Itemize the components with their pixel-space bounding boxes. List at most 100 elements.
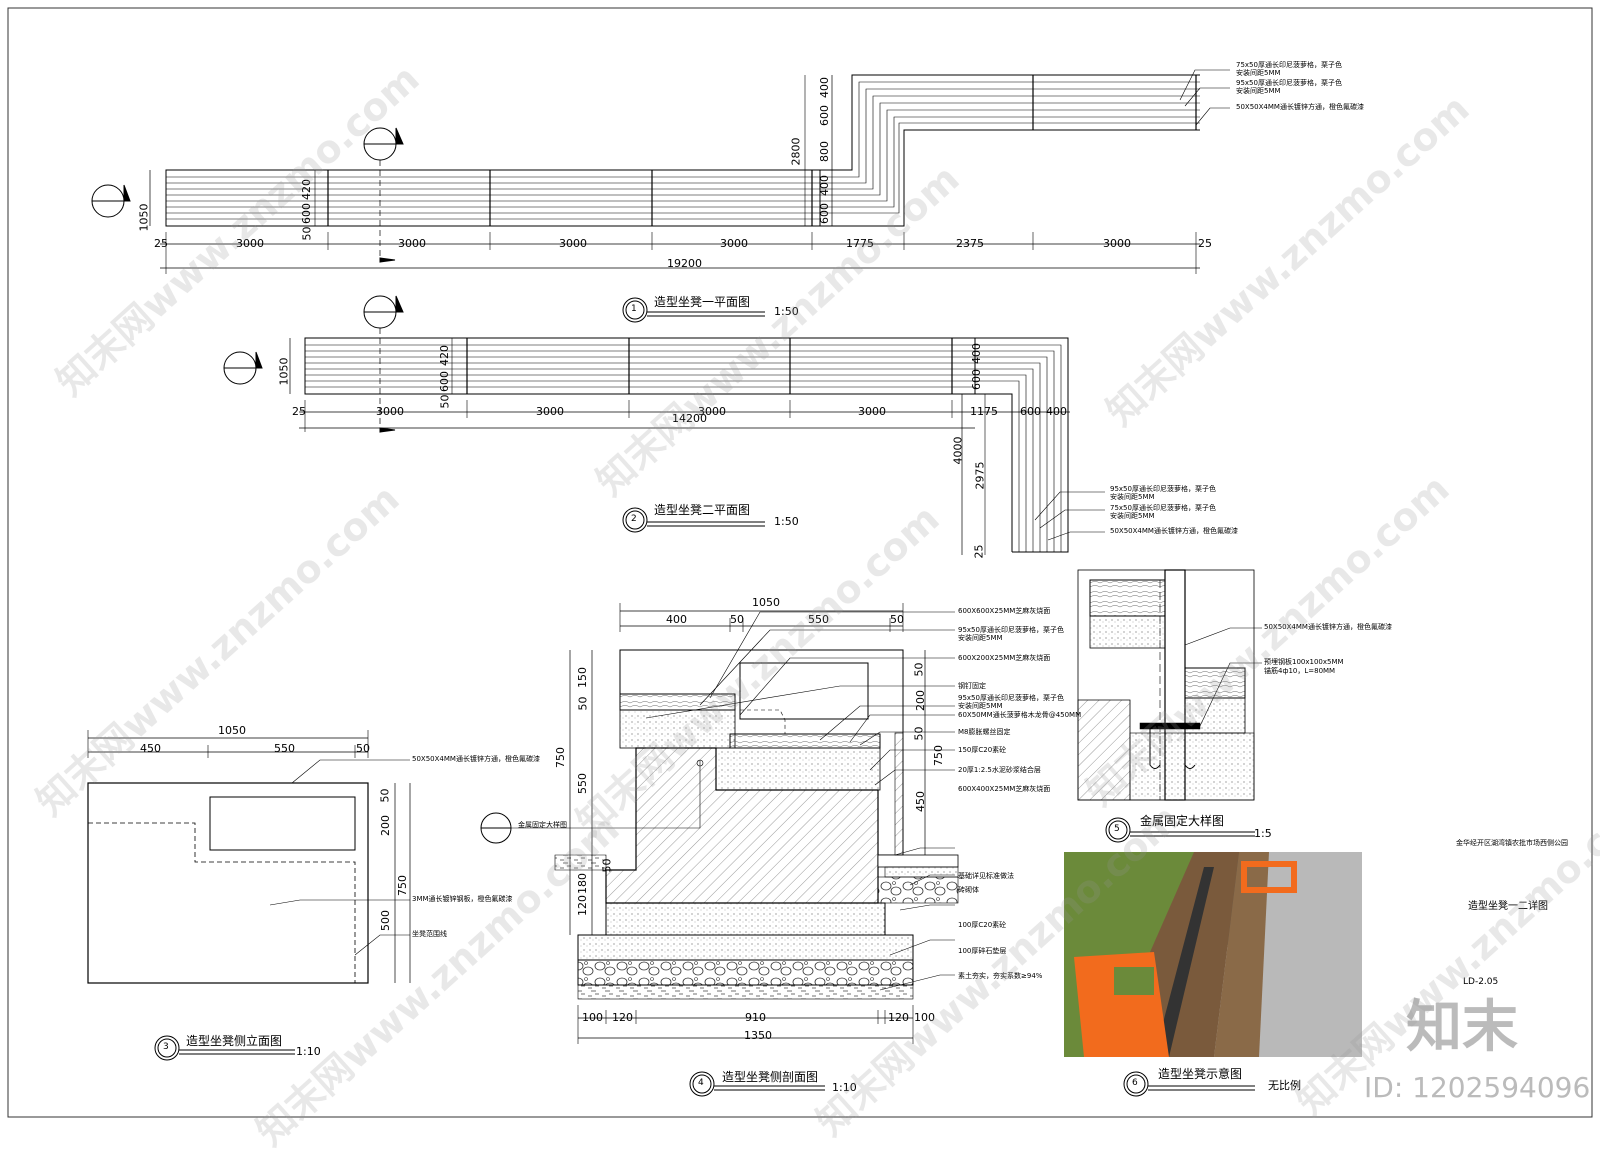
bench-render-svg: [1064, 852, 1362, 1057]
elev-title: 造型坐凳侧立面图: [186, 1034, 283, 1048]
sec-scale: 1:10: [832, 1081, 857, 1094]
plan1-note-4: 50X50X4MM通长镀锌方通，橙色氟碳漆: [1236, 103, 1364, 111]
plan1-note-2: 95x50厚通长印尼菠萝格，栗子色: [1236, 79, 1342, 87]
sec-note-7: 60X50MM通长菠萝格木龙骨@450MM: [958, 711, 1082, 719]
plan2-scale: 1:50: [774, 515, 799, 528]
plan2-side-0: 1050: [277, 357, 291, 386]
sec-right-2: 50: [912, 726, 926, 741]
sec-right-4: 450: [914, 791, 927, 812]
plan1-v-2: 800: [818, 141, 831, 162]
plan1-side-0: 1050: [137, 203, 151, 232]
sec-left-3: 750: [554, 747, 567, 768]
sec-top-2: 50: [730, 613, 744, 626]
plan2-title: 造型坐凳二平面图: [654, 503, 751, 517]
plan2-v-4: 600: [970, 369, 983, 390]
elev-dim-2: 550: [274, 742, 295, 755]
elev-scale: 1:10: [296, 1045, 321, 1058]
plan1-dim-2: 3000: [398, 237, 426, 250]
sec-note-2: 安装间距5MM: [958, 634, 1003, 642]
sec-note-4: 钢钉固定: [958, 682, 986, 690]
sec-note-11: 600X400X25MM芝麻灰烧面: [958, 785, 1051, 793]
elev-number: 3: [163, 1042, 169, 1052]
plan2-dim-6: 600: [1020, 405, 1041, 418]
plan1-dim-7: 3000: [1103, 237, 1131, 250]
plan2-dim-7: 400: [1046, 405, 1067, 418]
sec-note-15: 100厚碎石垫层: [958, 947, 1007, 955]
plan2-total: 14200: [672, 412, 707, 425]
sec-note-9: 150厚C20素砼: [958, 746, 1007, 754]
sec-left-6: 120: [576, 895, 589, 916]
sec-number: 4: [698, 1078, 704, 1088]
plan1-dim-4: 3000: [720, 237, 748, 250]
drawing-sheet: [7, 7, 1593, 1118]
render-scale: 无比例: [1268, 1079, 1301, 1092]
plan1-dim-8: 25: [1198, 237, 1212, 250]
plan1-side-3: 50: [300, 226, 314, 241]
plan-2-drawing: [289, 328, 1105, 555]
sec-title: 造型坐凳侧剖面图: [722, 1070, 819, 1084]
brand-logo: 知末: [1406, 995, 1518, 1060]
plan2-v-3: 400: [970, 343, 983, 364]
sec-bot-4: 100: [914, 1011, 935, 1024]
brand-id: ID: 1202594096: [1364, 1071, 1591, 1104]
plan2-v-1: 2975: [973, 461, 987, 490]
sec-note-6: 安装间距5MM: [958, 702, 1003, 710]
plan1-scale: 1:50: [774, 305, 799, 318]
sec-bot-1: 120: [612, 1011, 633, 1024]
plan1-v-4: 600: [818, 203, 831, 224]
detail-number: 5: [1114, 824, 1120, 834]
sec-top-3: 550: [808, 613, 829, 626]
plan2-dim-5: 1175: [970, 405, 998, 418]
plan1-v-1: 600: [818, 105, 831, 126]
plan2-number: 2: [631, 514, 637, 524]
detail-drawing: [1077, 569, 1262, 801]
drawing-name: 造型坐凳一二详图: [1468, 901, 1548, 912]
sec-note-12: 基础详见标准做法: [958, 872, 1014, 880]
plan-1-drawing: [149, 69, 1230, 274]
plan2-note-4: 50X50X4MM通长镀锌方通，橙色氟碳漆: [1110, 527, 1238, 535]
sec-top-0: 1050: [752, 596, 780, 609]
sec-bot-2: 910: [745, 1011, 766, 1024]
plan2-note-0: 95x50厚通长印尼菠萝格，栗子色: [1110, 485, 1216, 493]
elev-side-3: 500: [379, 910, 392, 931]
plan2-note-2: 75x50厚通长印尼菠萝格，栗子色: [1110, 504, 1216, 512]
elev-note-2: 坐凳范围线: [412, 930, 447, 938]
sec-note-8: M8膨胀螺丝固定: [958, 728, 1011, 736]
plan1-total: 19200: [667, 257, 702, 270]
sec-right-0: 50: [912, 662, 926, 677]
elev-note-1: 3MM通长镀锌钢板，橙色氟碳漆: [412, 895, 513, 903]
sec-right-1: 200: [914, 690, 927, 711]
sec-left-1: 50: [576, 696, 590, 711]
project-name: 金华经开区湖湾镇农批市场西侧公园: [1456, 839, 1568, 847]
plan2-side-1: 420: [438, 345, 451, 366]
sec-right-3: 750: [932, 745, 945, 766]
sec-bot-3: 120: [888, 1011, 909, 1024]
plan1-dim-5: 1775: [846, 237, 874, 250]
section-marker-plan2: [223, 295, 404, 385]
bench-render-image: [1064, 852, 1362, 1057]
section-marker-plan1: [91, 127, 404, 218]
elev-note-0: 50X50X4MM通长镀锌方通，橙色氟碳漆: [412, 755, 540, 763]
plan1-dim-1: 3000: [236, 237, 264, 250]
detail-note-1: 预埋钢板100x100x5MM: [1264, 658, 1344, 666]
elev-dim-3: 50: [356, 742, 370, 755]
plan1-v-0: 400: [818, 77, 831, 98]
sec-note-13: 砖砌体: [958, 886, 979, 894]
render-title: 造型坐凳示意图: [1158, 1067, 1243, 1081]
sec-top-1: 400: [666, 613, 687, 626]
sec-left-0: 150: [576, 667, 589, 688]
plan1-dim-0: 25: [154, 237, 168, 250]
detail-note-2: 锚筋4ф10，L=80MM: [1264, 667, 1336, 675]
plan1-title: 造型坐凳一平面图: [654, 295, 751, 309]
detail-scale: 1:5: [1254, 827, 1272, 840]
render-number: 6: [1132, 1078, 1138, 1088]
elev-side-2: 750: [396, 875, 409, 896]
plan2-dim-4: 3000: [858, 405, 886, 418]
plan1-note-3: 安装间距5MM: [1236, 87, 1281, 95]
plan2-dim-3: 3000: [698, 405, 726, 418]
plan1-number: 1: [631, 304, 637, 314]
sec-note-0: 600X600X25MM芝麻灰烧面: [958, 607, 1051, 615]
detail-note-0: 50X50X4MM通长镀锌方通，橙色氟碳漆: [1264, 623, 1392, 631]
elev-dim-1: 450: [140, 742, 161, 755]
plan2-dim-1: 3000: [376, 405, 404, 418]
